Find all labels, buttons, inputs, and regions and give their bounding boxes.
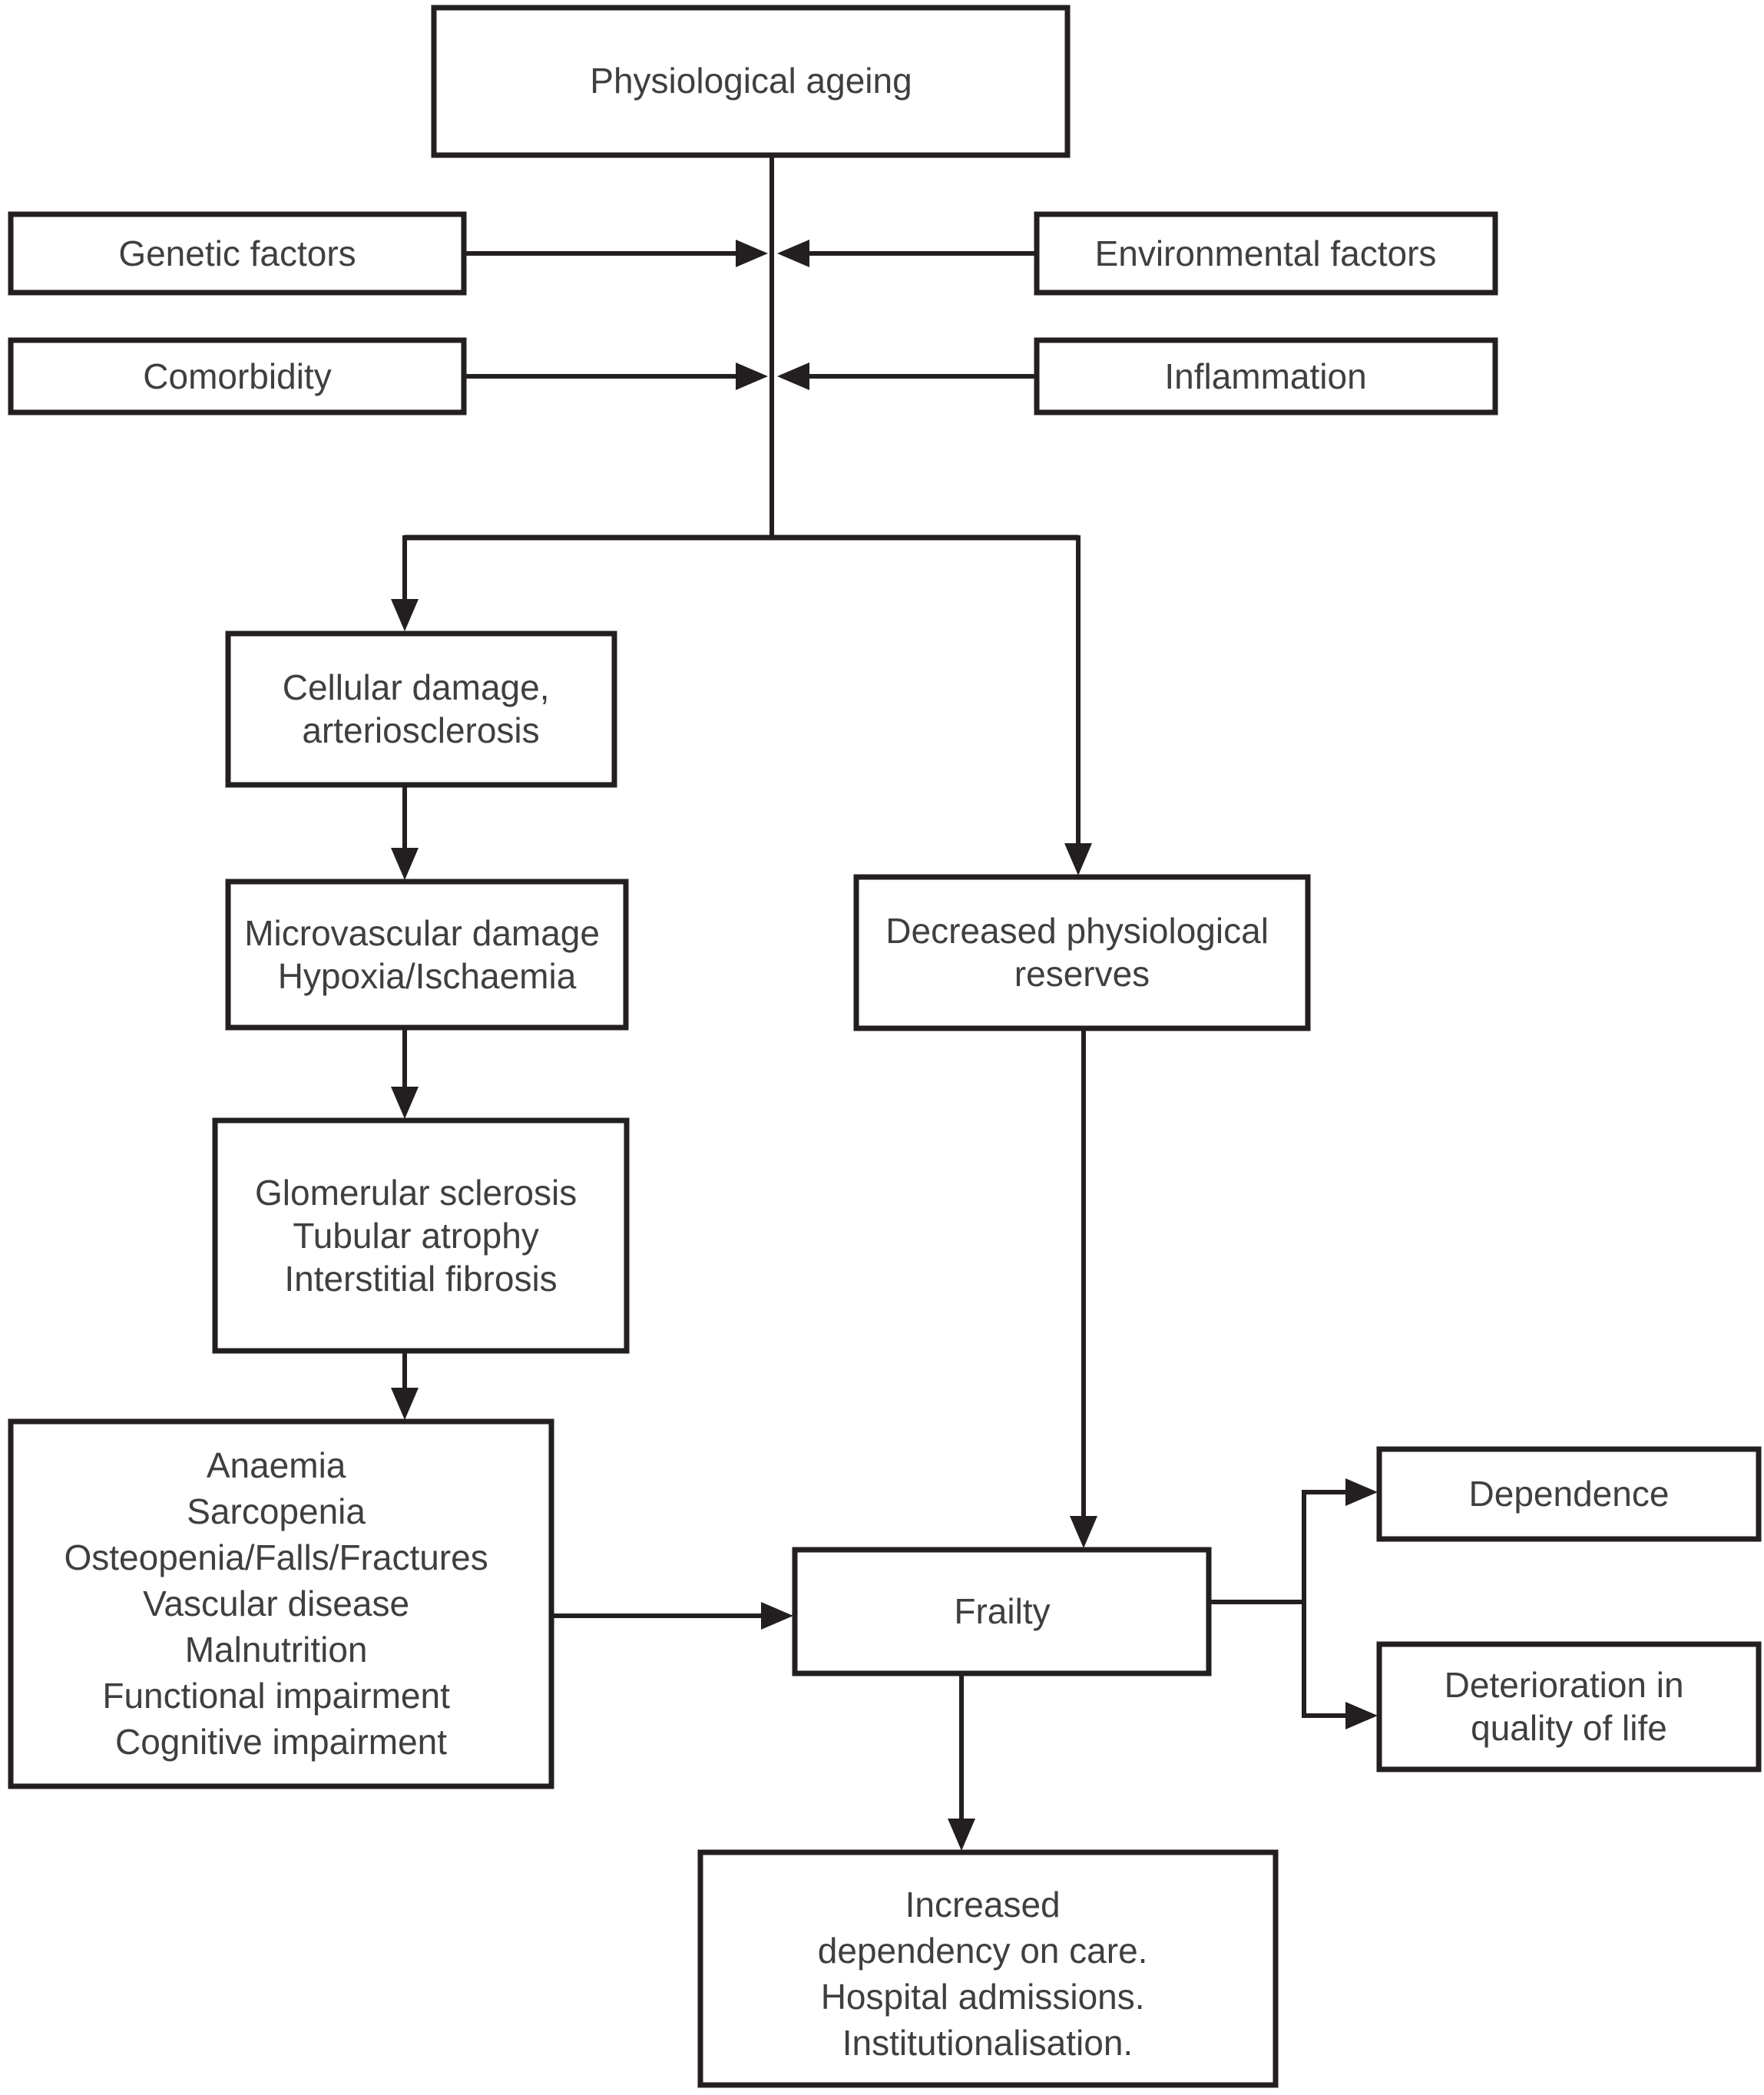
consequences-box xyxy=(8,1418,554,1789)
consequences-line-7: Cognitive impairment xyxy=(115,1722,447,1762)
decreased-reserves-line-2: reserves xyxy=(1014,954,1150,994)
frailty-outcomes-arrowhead xyxy=(948,1819,975,1851)
node-consequences: Anaemia Sarcopenia Osteopenia/Falls/Frac… xyxy=(8,1418,554,1789)
connector-glomerular-to-consequences xyxy=(391,1351,419,1420)
glomerular-label: Glomerular sclerosis Tubular atrophy Int… xyxy=(255,1173,587,1299)
connector-branch-to-deterioration xyxy=(1302,1702,1378,1729)
dependence-label: Dependence xyxy=(1469,1474,1670,1514)
environmental-factors-label: Environmental factors xyxy=(1095,233,1437,273)
consequences-line-1: Anaemia xyxy=(207,1445,346,1485)
environmental-arrowhead xyxy=(777,240,809,267)
microvascular-damage-label: Microvascular damage Hypoxia/Ischaemia xyxy=(244,913,610,996)
microvascular-damage-line-2: Hypoxia/Ischaemia xyxy=(278,956,577,996)
connector-branch-to-decreased xyxy=(1064,535,1092,875)
connector-frailty-to-outcomes xyxy=(948,1673,975,1851)
deterioration-label: Deterioration in quality of life xyxy=(1445,1665,1694,1748)
genetic-factors-box xyxy=(8,211,467,296)
deterioration-box xyxy=(1376,1641,1762,1772)
node-dependence: Dependence xyxy=(1376,1446,1762,1542)
cellular-damage-line-2: arteriosclerosis xyxy=(302,710,539,750)
microvascular-damage-box xyxy=(225,879,629,1031)
dependence-box xyxy=(1376,1446,1762,1542)
node-cellular-damage: Cellular damage, arteriosclerosis xyxy=(225,630,617,788)
consequences-line-2: Sarcopenia xyxy=(187,1491,366,1531)
outcomes-box xyxy=(697,1849,1279,2088)
node-deterioration: Deterioration in quality of life xyxy=(1376,1641,1762,1772)
glomerular-line-2: Tubular atrophy xyxy=(293,1216,538,1256)
decreased-reserves-label: Decreased physiological reserves xyxy=(885,911,1278,994)
glomerular-line-1: Glomerular sclerosis xyxy=(255,1173,577,1213)
inflammation-label: Inflammation xyxy=(1164,356,1366,396)
deterioration-arrowhead xyxy=(1345,1702,1378,1729)
decreased-frailty-arrowhead xyxy=(1070,1516,1097,1548)
connector-consequences-to-frailty xyxy=(551,1602,793,1630)
connector-cellular-to-microvascular xyxy=(391,785,419,880)
consequences-label: Anaemia Sarcopenia Osteopenia/Falls/Frac… xyxy=(64,1445,498,1762)
connector-branch-to-cellular xyxy=(391,535,419,631)
inflammation-arrowhead xyxy=(777,362,809,390)
consequences-line-4: Vascular disease xyxy=(143,1584,409,1623)
frailty-box xyxy=(792,1547,1212,1676)
glom-conseq-arrowhead xyxy=(391,1388,419,1420)
glomerular-line-3: Interstitial fibrosis xyxy=(284,1259,557,1299)
connector-comorbidity-to-centerline xyxy=(464,362,768,390)
micro-glom-arrowhead xyxy=(391,1087,419,1119)
comorbidity-box xyxy=(8,337,467,415)
consequences-line-5: Malnutrition xyxy=(185,1630,368,1670)
inflammation-box xyxy=(1034,337,1498,415)
node-decreased-reserves: Decreased physiological reserves xyxy=(853,874,1311,1031)
connector-decreased-to-frailty xyxy=(1070,1028,1097,1548)
outcomes-line-3: Hospital admissions. xyxy=(821,1977,1145,2017)
outcomes-line-4: Institutionalisation. xyxy=(842,2023,1133,2063)
outcomes-line-2: dependency on care. xyxy=(818,1931,1148,1971)
node-genetic-factors: Genetic factors xyxy=(8,211,467,296)
node-comorbidity: Comorbidity xyxy=(8,337,467,415)
connector-inflammation-to-centerline xyxy=(777,362,1037,390)
node-glomerular: Glomerular sclerosis Tubular atrophy Int… xyxy=(212,1117,630,1354)
consequences-line-3: Osteopenia/Falls/Fractures xyxy=(64,1537,488,1577)
cellular-damage-box xyxy=(225,630,617,788)
node-physiological-ageing: Physiological ageing xyxy=(431,5,1071,158)
physiological-ageing-box xyxy=(431,5,1071,158)
node-frailty: Frailty xyxy=(792,1547,1212,1676)
comorbidity-label: Comorbidity xyxy=(143,356,331,396)
branch-left-arrowhead xyxy=(391,599,419,631)
node-microvascular-damage: Microvascular damage Hypoxia/Ischaemia xyxy=(225,879,629,1031)
genetic-arrowhead xyxy=(736,240,768,267)
decreased-reserves-box xyxy=(853,874,1311,1031)
connector-genetic-to-centerline xyxy=(464,240,768,267)
outcomes-label: Increased dependency on care. Hospital a… xyxy=(818,1885,1157,2063)
outcomes-line-1: Increased xyxy=(905,1885,1061,1925)
connector-branch-to-dependence xyxy=(1302,1478,1378,1506)
comorbidity-arrowhead xyxy=(736,362,768,390)
conseq-frailty-arrowhead xyxy=(761,1602,793,1630)
microvascular-damage-line-1: Microvascular damage xyxy=(244,913,600,953)
environmental-factors-box xyxy=(1034,211,1498,296)
frailty-label: Frailty xyxy=(954,1591,1050,1631)
deterioration-line-1: Deterioration in xyxy=(1445,1665,1684,1705)
cellular-damage-label: Cellular damage, arteriosclerosis xyxy=(283,667,560,750)
physiological-ageing-label: Physiological ageing xyxy=(590,61,912,101)
genetic-factors-label: Genetic factors xyxy=(118,233,356,273)
deterioration-line-2: quality of life xyxy=(1471,1708,1667,1748)
consequences-line-6: Functional impairment xyxy=(102,1676,450,1716)
decreased-reserves-line-1: Decreased physiological xyxy=(885,911,1269,951)
cellular-damage-line-1: Cellular damage, xyxy=(283,667,550,707)
dependence-arrowhead xyxy=(1345,1478,1378,1506)
connector-microvascular-to-glomerular xyxy=(391,1028,419,1119)
node-outcomes: Increased dependency on care. Hospital a… xyxy=(697,1849,1279,2088)
connector-frailty-right-branch xyxy=(1209,1490,1306,1718)
glomerular-box xyxy=(212,1117,630,1354)
connector-environmental-to-centerline xyxy=(777,240,1037,267)
node-environmental-factors: Environmental factors xyxy=(1034,211,1498,296)
branch-right-arrowhead xyxy=(1064,843,1092,875)
node-inflammation: Inflammation xyxy=(1034,337,1498,415)
cellular-micro-arrowhead xyxy=(391,848,419,880)
